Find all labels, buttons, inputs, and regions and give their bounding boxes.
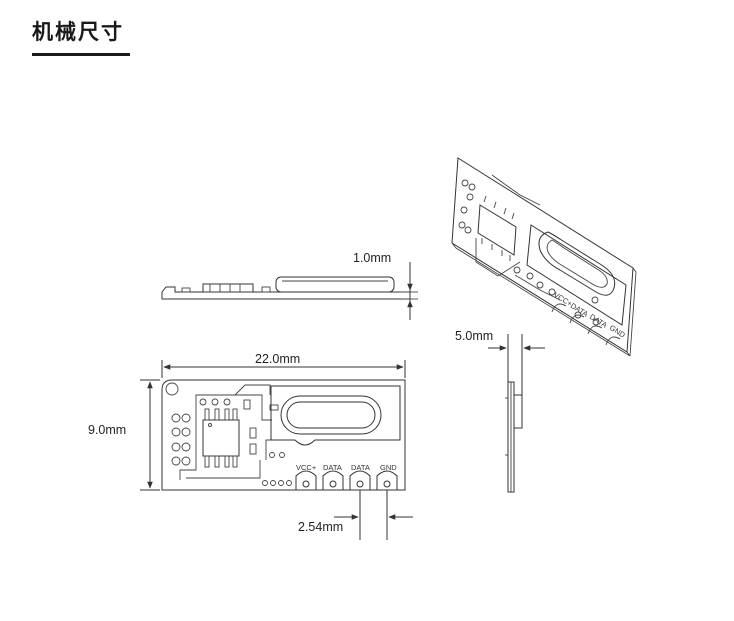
pin-pitch-label: 2.54mm — [298, 520, 343, 534]
width-dimension — [140, 379, 160, 491]
page-title: 机械尺寸 — [32, 20, 124, 44]
thickness-label: 1.0mm — [353, 251, 391, 265]
isometric-view — [451, 157, 637, 357]
end-view — [505, 381, 523, 493]
side-height-dimension — [488, 334, 545, 395]
pin-label-data-1: DATA — [323, 463, 342, 472]
pin-label-data-2: DATA — [351, 463, 370, 472]
length-dimension — [161, 360, 406, 378]
thickness-dimension — [402, 262, 418, 320]
pin-label-gnd: GND — [380, 463, 397, 472]
pin-pitch-dimension — [334, 490, 413, 540]
top-view-board — [161, 379, 406, 491]
side-profile-view — [161, 276, 411, 300]
pin-label-vcc: VCC+ — [296, 463, 317, 472]
iso-pin-label-data-1: DATA — [569, 301, 590, 319]
length-label: 22.0mm — [255, 352, 300, 366]
width-label: 9.0mm — [88, 423, 126, 437]
side-height-label: 5.0mm — [455, 329, 493, 343]
title-underline — [32, 53, 130, 56]
